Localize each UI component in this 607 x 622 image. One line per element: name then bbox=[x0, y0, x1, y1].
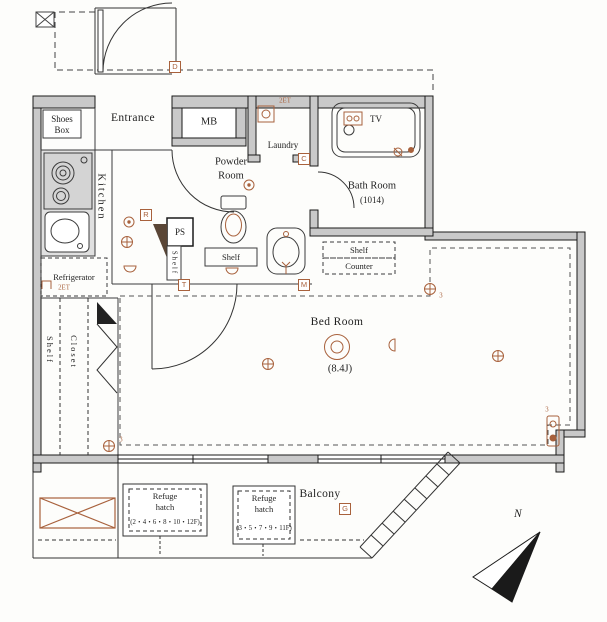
powder-room-label-line2: Room bbox=[218, 170, 244, 182]
bathtub-icon bbox=[331, 102, 421, 158]
door-swings bbox=[151, 149, 355, 370]
bath-tv-icon bbox=[343, 111, 363, 126]
kitchen-counter bbox=[40, 149, 96, 257]
powder-room-label-line1: Powder bbox=[214, 156, 248, 168]
ps-label: PS bbox=[174, 227, 186, 237]
separator-panel bbox=[39, 497, 116, 529]
refuge-hatch-b-line2: hatch bbox=[254, 504, 274, 514]
refuge-hatch-a-outline bbox=[122, 483, 208, 556]
kitchen-label: Kitchen bbox=[95, 173, 107, 221]
outlet-count-note-right: 3 bbox=[439, 292, 443, 300]
north-label: N bbox=[513, 508, 523, 520]
wall-outlet-panel-icon bbox=[546, 415, 560, 447]
fire-alarm-icon bbox=[324, 334, 350, 360]
ceiling-light-icon bbox=[243, 179, 255, 191]
marker-g: G bbox=[339, 503, 351, 515]
thermostat-icon bbox=[123, 216, 135, 228]
balcony-partition-hatch bbox=[359, 451, 461, 559]
et2-note-refrigerator: 2ET bbox=[58, 284, 70, 292]
mb-box bbox=[181, 107, 237, 139]
mb-label: MB bbox=[200, 116, 218, 128]
marker-m: M bbox=[298, 279, 310, 291]
counter-nook-label: Counter bbox=[345, 261, 373, 271]
stove-icon bbox=[43, 152, 93, 210]
outlet-icon bbox=[424, 283, 436, 295]
refuge-hatch-b-line3: (3・5・7・9・11F) bbox=[236, 525, 292, 532]
shelf-closet-label: Shelf bbox=[45, 336, 55, 364]
washbasin-icon bbox=[266, 227, 306, 275]
balcony-structure bbox=[32, 451, 461, 559]
compass bbox=[472, 531, 541, 603]
refuge-hatch-a-line3: (2・4・6・8・10・12F) bbox=[130, 519, 200, 526]
balcony-label: Balcony bbox=[299, 488, 341, 500]
electrical-symbols bbox=[103, 179, 560, 452]
shelf-nook-label: Shelf bbox=[350, 245, 368, 255]
outlet-icon bbox=[492, 350, 504, 362]
refuge-hatch-a-line1: Refuge bbox=[152, 491, 178, 501]
shelf-hall-label: Shelf bbox=[222, 252, 240, 262]
duct-hatch bbox=[153, 224, 167, 258]
windows bbox=[117, 454, 446, 464]
wall-light-icon bbox=[225, 267, 239, 275]
wall-light-icon bbox=[388, 338, 396, 352]
outlet-icon bbox=[262, 358, 274, 370]
refuge-hatch-b-outline bbox=[232, 485, 296, 556]
laundry-faucet-icon bbox=[257, 105, 275, 123]
corridor-boundary bbox=[35, 11, 434, 94]
folding-door-icon bbox=[97, 302, 117, 324]
pipe-space bbox=[153, 217, 194, 281]
outlet-count-note-corner: 3 bbox=[545, 406, 549, 414]
et2-note-laundry: 2ET bbox=[279, 97, 291, 105]
shelf-ps-label: Shelf bbox=[170, 250, 178, 276]
refrigerator-label: Refrigerator bbox=[53, 272, 95, 282]
entrance-door-swing bbox=[94, 2, 177, 75]
shelf-hall-outline bbox=[204, 247, 258, 267]
refuge-hatch-b-line1: Refuge bbox=[251, 493, 277, 503]
bedroom-size-label: (8.4J) bbox=[327, 363, 353, 375]
marker-t: T bbox=[178, 279, 190, 291]
shelf-ps-frame bbox=[166, 245, 182, 281]
wall-light-icon bbox=[123, 265, 137, 273]
compass-needle-black bbox=[491, 531, 541, 603]
laundry-label: Laundry bbox=[267, 140, 299, 150]
shoes-box-label-line2: Box bbox=[54, 125, 70, 135]
marker-c: C bbox=[298, 153, 310, 165]
marker-r: R bbox=[140, 209, 152, 221]
toilet-icon bbox=[220, 195, 247, 244]
outlet-icon bbox=[103, 440, 115, 452]
marker-d: D bbox=[169, 61, 181, 73]
bedroom-label: Bed Room bbox=[310, 316, 364, 328]
entrance-label: Entrance bbox=[110, 112, 156, 124]
bath-room-label: Bath Room bbox=[347, 180, 397, 192]
closet-label: Closet bbox=[69, 335, 79, 369]
sink-icon bbox=[44, 211, 90, 253]
shoes-box-label-line1: Shoes bbox=[51, 114, 73, 124]
refuge-hatch-a-line2: hatch bbox=[155, 502, 175, 512]
outlet-icon bbox=[121, 236, 133, 248]
tv-label: TV bbox=[370, 114, 382, 124]
bath-size-label: (1014) bbox=[360, 195, 384, 205]
bath-faucet-icon bbox=[393, 147, 414, 157]
bedroom-floor-outline bbox=[119, 247, 571, 446]
refrigerator-outline bbox=[40, 257, 108, 297]
outlet-count-note-closet: 3 bbox=[119, 436, 123, 444]
shelf-counter-outline bbox=[322, 241, 396, 275]
closet-partition bbox=[59, 298, 118, 455]
